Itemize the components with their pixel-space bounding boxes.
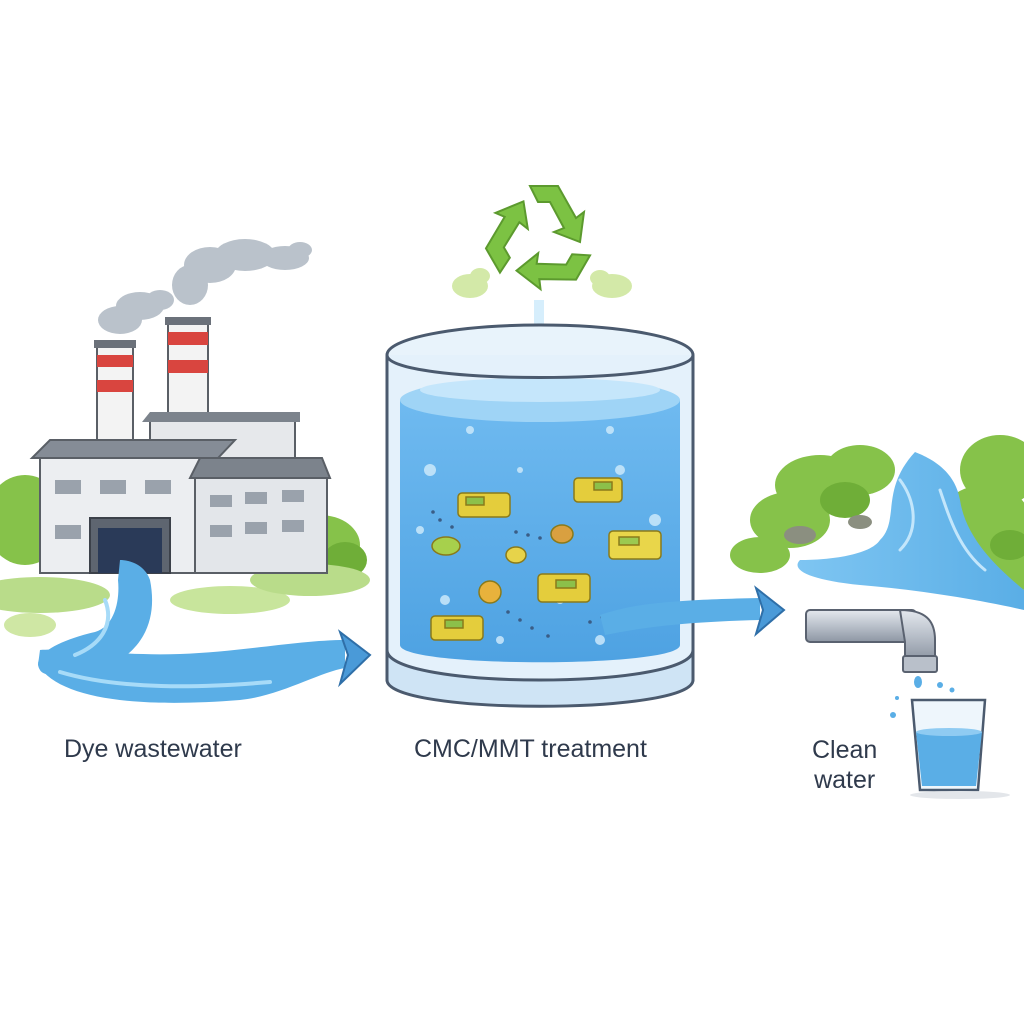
label-clean-water-line1: Clean bbox=[812, 736, 878, 764]
adsorbent-particles bbox=[430, 477, 662, 641]
river-icon bbox=[730, 435, 1024, 610]
water-glass-icon bbox=[910, 698, 1010, 799]
wastewater-flow bbox=[38, 560, 372, 703]
recycle-icon bbox=[452, 185, 632, 298]
label-clean-water: Clean water bbox=[812, 735, 877, 795]
label-clean-water-line2: water bbox=[814, 766, 876, 794]
label-dye-wastewater: Dye wastewater bbox=[64, 735, 242, 763]
outflow-arrow bbox=[600, 585, 786, 637]
chimney-left bbox=[94, 340, 136, 441]
factory-icon bbox=[0, 239, 370, 637]
label-cmc-mmt-treatment: CMC/MMT treatment bbox=[414, 735, 647, 763]
faucet-icon bbox=[805, 608, 955, 718]
smoke-cloud bbox=[98, 239, 312, 334]
treatment-tank-icon bbox=[385, 323, 695, 708]
